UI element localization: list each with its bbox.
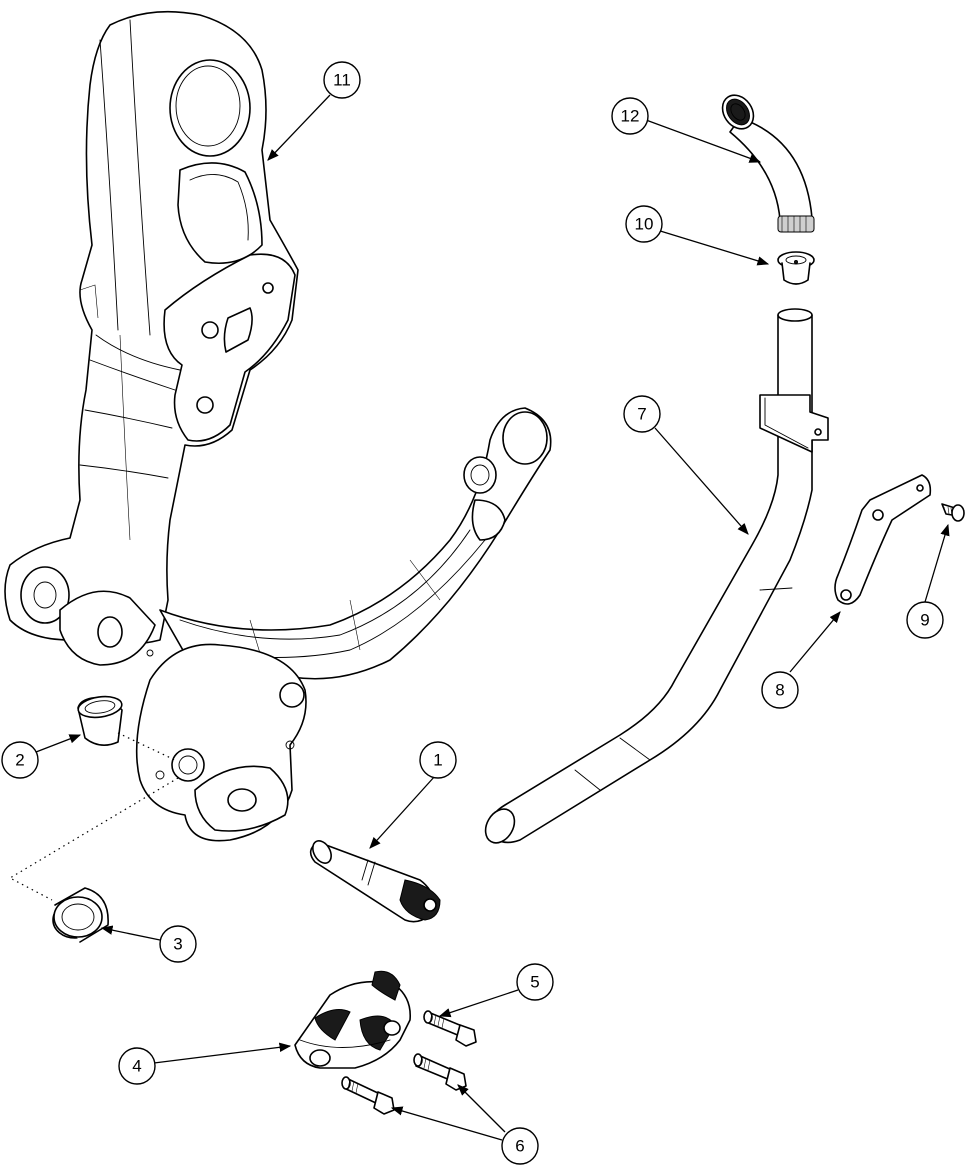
- svg-text:6: 6: [515, 1137, 524, 1156]
- elbow-fitting-part-12: [721, 94, 815, 233]
- svg-text:12: 12: [621, 107, 640, 126]
- svg-text:9: 9: [920, 611, 929, 630]
- svg-text:2: 2: [15, 751, 24, 770]
- plug-part-10: [777, 251, 815, 285]
- svg-text:8: 8: [775, 681, 784, 700]
- leader-lines: [35, 94, 950, 1141]
- callout-5: 5: [516, 963, 554, 1001]
- svg-text:11: 11: [333, 71, 351, 90]
- callout-6: 6: [501, 1127, 539, 1165]
- callout-12: 12: [611, 97, 649, 135]
- bolt-part-5: [423, 1010, 477, 1047]
- svg-text:5: 5: [530, 973, 539, 992]
- svg-text:7: 7: [637, 405, 646, 424]
- svg-text:3: 3: [173, 935, 182, 954]
- bracket-plate-part-8: [834, 474, 932, 605]
- callout-8: 8: [761, 671, 799, 709]
- callout-9: 9: [906, 601, 944, 639]
- svg-text:1: 1: [433, 751, 442, 770]
- callout-4: 4: [118, 1047, 156, 1085]
- screw-part-9: [941, 503, 965, 522]
- svg-text:4: 4: [132, 1057, 141, 1076]
- callout-11: 11: [323, 61, 361, 99]
- housing-part-4: [294, 970, 412, 1069]
- pivot-pin-part-1: [309, 840, 441, 923]
- callout-1: 1: [419, 741, 457, 779]
- flanged-bushing-part-3: [52, 887, 109, 943]
- bolt-part-6-lower: [341, 1076, 395, 1115]
- callout-10: 10: [625, 205, 663, 243]
- callout-2: 2: [1, 741, 39, 779]
- callout-7: 7: [623, 395, 661, 433]
- svg-text:10: 10: [635, 215, 654, 234]
- tube-part-7: [484, 308, 829, 844]
- bolt-part-6-upper: [413, 1053, 467, 1091]
- callout-3: 3: [159, 925, 197, 963]
- lift-arm-frame: [4, 10, 552, 842]
- bushing-part-2: [77, 695, 123, 746]
